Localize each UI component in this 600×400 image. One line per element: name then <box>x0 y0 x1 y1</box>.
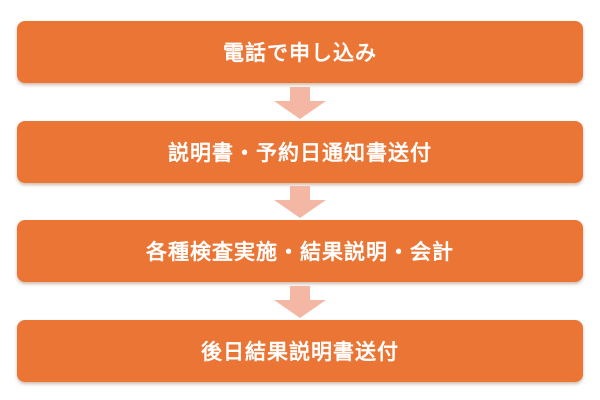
step-examination: 各種検査実施・結果説明・会計 <box>17 220 583 282</box>
step-send-documents: 説明書・予約日通知書送付 <box>17 121 583 183</box>
step-label: 電話で申し込み <box>223 41 377 65</box>
step-phone-application: 電話で申し込み <box>17 21 583 83</box>
step-label: 説明書・予約日通知書送付 <box>168 141 432 165</box>
down-arrow-icon <box>274 87 326 119</box>
step-label: 各種検査実施・結果説明・会計 <box>146 240 454 264</box>
down-arrow-icon <box>274 186 326 218</box>
step-label: 後日結果説明書送付 <box>201 340 399 364</box>
step-send-results: 後日結果説明書送付 <box>17 320 583 382</box>
down-arrow-icon <box>274 286 326 318</box>
